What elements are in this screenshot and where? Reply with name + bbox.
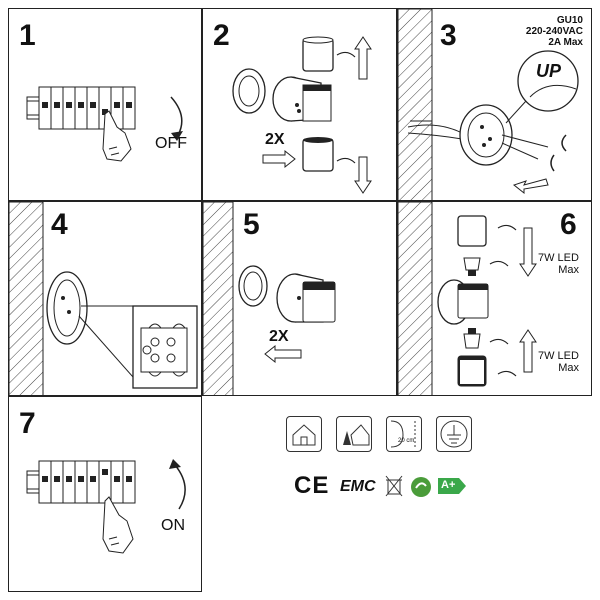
energy-class-label: A+ [441,479,456,491]
step-4-number: 4 [51,208,68,241]
bulb-rating-top-value: 7W LED [538,252,579,264]
breaker-on-illustration [26,459,186,554]
ce-mark-icon: CE [294,472,330,499]
step-1-panel: 1 OFF [8,8,202,201]
bulb-rating-bottom: 7W LED Max [538,350,579,374]
step-4-panel: 4 [8,201,202,396]
step-5-panel: 5 2X [202,201,397,396]
spec-current: 2A Max [548,37,583,48]
on-label: ON [161,517,185,534]
up-label: UP [536,61,562,81]
outdoor-use-icon [336,416,372,452]
step-7-number: 7 [19,407,36,440]
step-5-number: 5 [243,208,260,241]
step-1-number: 1 [19,19,36,52]
bulb-rating-top-unit: Max [558,264,579,276]
spec-label: GU10 220-240VAC 2A Max [526,15,583,48]
wiring-illustration [9,202,198,395]
bulb-rating-top: 7W LED Max [538,252,579,276]
emc-mark-icon: EMC [340,478,376,495]
spec-socket: GU10 [556,15,583,26]
indoor-use-icon [286,416,322,452]
energy-class-icon: A+ [438,478,466,494]
bulb-rating-bottom-unit: Max [558,362,579,374]
recycle-icon [411,477,431,497]
earth-ground-icon [436,416,472,452]
step-2-number: 2 [213,19,230,52]
step-7-panel: 7 ON [8,396,202,592]
step-3-panel: 3 GU10 220-240VAC 2A Max UP [397,8,592,201]
step-3-number: 3 [440,19,457,52]
step-5-multiplier: 2X [269,328,289,345]
min-distance-label: 20 cm [398,438,415,444]
off-label: OFF [155,135,187,152]
step-6-number: 6 [560,208,577,241]
certification-area: 20 cm CE EMC A+ [202,396,592,592]
attach-body-illustration [203,202,336,395]
step-6-panel: 6 7W LED Max 7W LED Max [397,201,592,396]
remove-cover-illustration [232,36,372,194]
mount-plate-illustration [398,9,579,200]
step-2-panel: 2 2X [202,8,397,201]
bulb-rating-bottom-value: 7W LED [538,350,579,362]
weee-bin-icon [385,475,403,497]
min-distance-icon [386,416,422,452]
bulb-replace-illustration [398,202,537,395]
spec-voltage: 220-240VAC [525,26,583,37]
step-2-multiplier: 2X [265,131,285,148]
breaker-off-illustration [26,86,183,162]
